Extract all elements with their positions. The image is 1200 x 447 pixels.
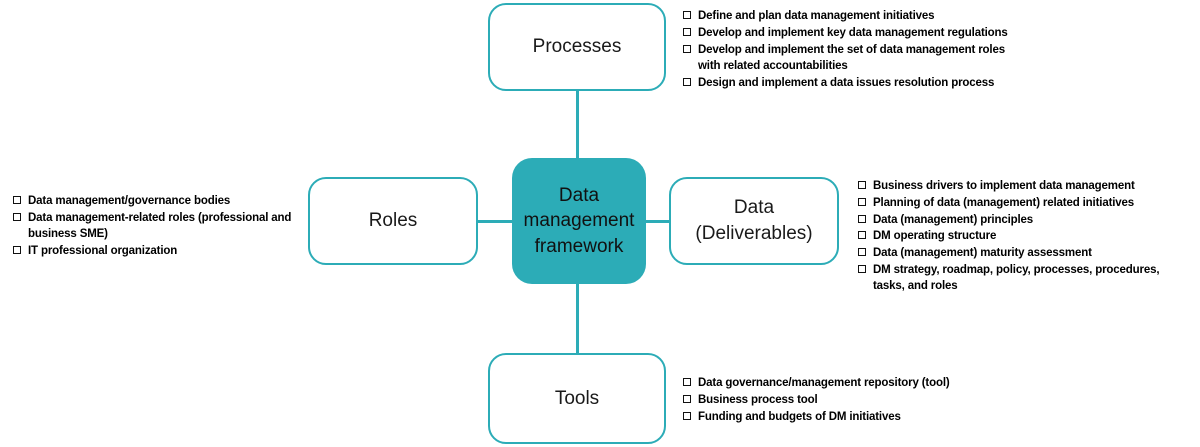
checkbox-bullet-icon xyxy=(858,248,866,257)
bullet-item: Business process tool xyxy=(683,392,1023,408)
checkbox-bullet-icon xyxy=(13,196,21,204)
node-roles[interactable]: Roles xyxy=(308,177,478,265)
bullet-text: DM strategy, roadmap, policy, processes,… xyxy=(873,264,1160,293)
checkbox-bullet-icon xyxy=(858,181,866,189)
bullet-item: Business drivers to implement data manag… xyxy=(858,178,1198,194)
node-processes[interactable]: Processes xyxy=(488,3,666,91)
bullet-item: Data (management) principles xyxy=(858,212,1198,228)
bullet-text: Data (management) principles xyxy=(873,213,1034,226)
checkbox-bullet-icon xyxy=(683,411,691,420)
checkbox-bullet-icon xyxy=(858,197,866,206)
bullet-text: IT professional organization xyxy=(28,244,178,257)
connector-center-to-roles xyxy=(478,220,516,223)
bullet-text: Define and plan data management initiati… xyxy=(698,10,935,22)
bullet-text: Design and implement a data issues resol… xyxy=(698,76,995,89)
bullet-item: Develop and implement key data managemen… xyxy=(683,25,1083,41)
node-data-deliverables[interactable]: Data (Deliverables) xyxy=(669,177,839,265)
bullet-text: Develop and implement key data managemen… xyxy=(698,26,1008,39)
bullet-item: Planning of data (management) related in… xyxy=(858,195,1198,211)
bullets-processes: Define and plan data management initiati… xyxy=(683,8,1083,92)
checkbox-bullet-icon xyxy=(683,27,691,36)
node-tools[interactable]: Tools xyxy=(488,353,666,444)
bullets-tools: Data governance/management repository (t… xyxy=(683,375,1023,425)
bullet-text: Business process tool xyxy=(698,393,818,406)
checkbox-bullet-icon xyxy=(858,265,866,274)
bullets-roles: Data management/governance bodies Data m… xyxy=(13,193,309,260)
node-data-deliverables-label: Data (Deliverables) xyxy=(695,197,813,244)
checkbox-bullet-icon xyxy=(13,245,21,254)
node-center-label: Data management framework xyxy=(523,184,635,257)
bullet-item: Develop and implement the set of data ma… xyxy=(683,42,1083,75)
bullet-text: Planning of data (management) related in… xyxy=(873,196,1135,209)
bullet-item: IT professional organization xyxy=(13,243,309,259)
checkbox-bullet-icon xyxy=(683,77,691,86)
bullet-item: Design and implement a data issues resol… xyxy=(683,75,1083,91)
bullet-item: Data management-related roles (professio… xyxy=(13,210,309,243)
bullet-text: Data (management) maturity assessment xyxy=(873,247,1092,260)
checkbox-bullet-icon xyxy=(683,394,691,403)
checkbox-bullet-icon xyxy=(683,11,691,19)
connector-center-to-processes xyxy=(576,90,579,162)
node-processes-label: Processes xyxy=(532,36,622,58)
checkbox-bullet-icon xyxy=(858,231,866,240)
bullet-text: Develop and implement the set of data ma… xyxy=(698,43,1005,72)
connector-center-to-data xyxy=(645,220,670,223)
bullet-item: Data (management) maturity assessment xyxy=(858,245,1198,261)
node-roles-label: Roles xyxy=(368,210,418,232)
checkbox-bullet-icon xyxy=(858,214,866,223)
bullet-text: Data management/governance bodies xyxy=(28,195,231,207)
bullets-data-deliverables: Business drivers to implement data manag… xyxy=(858,178,1198,295)
checkbox-bullet-icon xyxy=(13,212,21,221)
checkbox-bullet-icon xyxy=(683,378,691,386)
bullet-item: DM operating structure xyxy=(858,228,1198,244)
bullet-item: Data governance/management repository (t… xyxy=(683,375,1023,391)
checkbox-bullet-icon xyxy=(683,44,691,53)
bullet-text: Data management-related roles (professio… xyxy=(28,211,292,241)
bullet-text: Data governance/management repository (t… xyxy=(698,377,950,389)
bullet-text: Business drivers to implement data manag… xyxy=(873,180,1135,192)
node-center-data-management-framework[interactable]: Data management framework xyxy=(512,158,646,284)
bullet-item: Define and plan data management initiati… xyxy=(683,8,1083,24)
bullet-item: Data management/governance bodies xyxy=(13,193,309,209)
bullet-text: Funding and budgets of DM initiatives xyxy=(698,410,901,423)
bullet-item: DM strategy, roadmap, policy, processes,… xyxy=(858,262,1198,295)
connector-center-to-tools xyxy=(576,281,579,353)
bullet-text: DM operating structure xyxy=(873,230,997,243)
bullet-item: Funding and budgets of DM initiatives xyxy=(683,409,1023,425)
node-tools-label: Tools xyxy=(554,387,600,409)
